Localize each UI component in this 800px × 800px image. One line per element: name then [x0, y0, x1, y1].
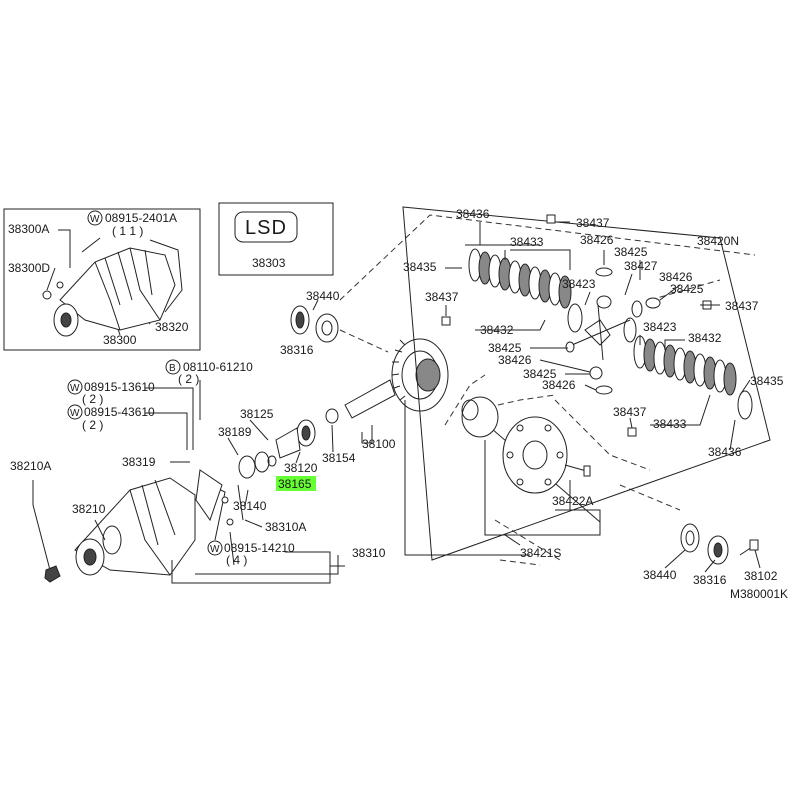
label-38316-bottom[interactable]: 38316 — [693, 573, 727, 587]
clutch-pack-bottom — [623, 317, 753, 420]
washer-letter-4: W — [210, 544, 220, 555]
bearing-set-top — [290, 305, 339, 343]
label-38316-top[interactable]: 38316 — [280, 343, 314, 357]
bolt-letter: B — [169, 363, 176, 374]
figure-code: M380001K — [730, 587, 788, 601]
label-38300A[interactable]: 38300A — [8, 222, 49, 236]
label-38426-a[interactable]: 38426 — [580, 233, 614, 247]
label-38436-top[interactable]: 38436 — [456, 207, 490, 221]
label-38422A[interactable]: 38422A — [552, 494, 593, 508]
label-38300D[interactable]: 38300D — [8, 261, 50, 275]
washer-letter-2: W — [70, 383, 80, 394]
washer-symbol — [87, 210, 103, 226]
label-08110-61210[interactable]: 08110-61210 — [183, 360, 253, 374]
bearing-set-bottom — [680, 523, 759, 565]
clutch-pack-top — [468, 248, 583, 333]
label-38432-bottom[interactable]: 38432 — [688, 331, 722, 345]
label-38310[interactable]: 38310 — [352, 546, 386, 560]
label-38433-bottom[interactable]: 38433 — [653, 417, 687, 431]
highlight-38165 — [276, 476, 316, 491]
washer-symbol-4 — [207, 540, 223, 556]
label-38125[interactable]: 38125 — [240, 407, 274, 421]
label-38440-bottom[interactable]: 38440 — [643, 568, 677, 582]
label-38120[interactable]: 38120 — [284, 461, 318, 475]
carrier-housing-drawing — [42, 239, 183, 337]
lsd-inset-frame — [218, 202, 334, 276]
label-38154[interactable]: 38154 — [322, 451, 356, 465]
label-38426-c[interactable]: 38426 — [498, 353, 532, 367]
label-08915-43610[interactable]: 08915-43610 — [84, 405, 155, 419]
lsd-assembly-frame — [402, 206, 771, 561]
label-38436-bottom[interactable]: 38436 — [708, 445, 742, 459]
gear-housing-drawing — [74, 469, 244, 576]
label-38300[interactable]: 38300 — [103, 333, 137, 347]
washer-symbol-2 — [67, 379, 83, 395]
label-38421S[interactable]: 38421S — [520, 546, 561, 560]
label-38320[interactable]: 38320 — [155, 320, 189, 334]
label-38102[interactable]: 38102 — [744, 569, 778, 583]
label-38427[interactable]: 38427 — [624, 259, 658, 273]
lsd-badge — [234, 211, 298, 243]
label-38423-bottom[interactable]: 38423 — [643, 320, 677, 334]
label-08915-14210[interactable]: 08915-14210 — [224, 541, 295, 555]
qty-2b: ( 2 ) — [82, 392, 103, 406]
lsd-label: LSD — [245, 217, 287, 239]
label-38210[interactable]: 38210 — [72, 502, 106, 516]
qty-2a: ( 2 ) — [178, 372, 199, 386]
label-38100[interactable]: 38100 — [362, 437, 396, 451]
label-38437-a[interactable]: 38437 — [576, 216, 610, 230]
label-38423-top[interactable]: 38423 — [562, 277, 596, 291]
label-08915-2401A[interactable]: 08915-2401A — [105, 211, 177, 225]
spider-gears — [441, 214, 712, 437]
label-38437-b[interactable]: 38437 — [425, 290, 459, 304]
washer-letter-3: W — [70, 408, 80, 419]
label-38165-highlighted[interactable]: 38165 — [278, 477, 312, 491]
label-38437-c[interactable]: 38437 — [725, 299, 759, 313]
qty-4: ( 4 ) — [226, 553, 247, 567]
label-38140[interactable]: 38140 — [233, 499, 267, 513]
label-38210A[interactable]: 38210A — [10, 459, 51, 473]
qty-2c: ( 2 ) — [82, 418, 103, 432]
label-38425-d[interactable]: 38425 — [523, 367, 557, 381]
label-38189[interactable]: 38189 — [218, 425, 252, 439]
qty-11: ( 1 1 ) — [112, 224, 143, 238]
label-38435-bottom[interactable]: 38435 — [750, 374, 784, 388]
carrier-inset-frame — [3, 208, 201, 351]
washer-letter: W — [90, 214, 100, 225]
label-38435-top[interactable]: 38435 — [403, 260, 437, 274]
label-08915-13610[interactable]: 08915-13610 — [84, 380, 155, 394]
label-38437-d[interactable]: 38437 — [613, 405, 647, 419]
diff-case-drawing — [461, 396, 591, 494]
label-38420N[interactable]: 38420N — [697, 234, 739, 248]
label-38303[interactable]: 38303 — [252, 256, 286, 270]
washer-symbol-3 — [67, 404, 83, 420]
label-38425-b[interactable]: 38425 — [670, 282, 704, 296]
bolt-symbol — [165, 359, 181, 375]
label-38440-top[interactable]: 38440 — [306, 289, 340, 303]
label-38310A[interactable]: 38310A — [265, 520, 306, 534]
label-38426-b[interactable]: 38426 — [659, 270, 693, 284]
label-38426-d[interactable]: 38426 — [542, 378, 576, 392]
label-38319[interactable]: 38319 — [122, 455, 156, 469]
label-38425-a[interactable]: 38425 — [614, 245, 648, 259]
label-38425-c[interactable]: 38425 — [488, 341, 522, 355]
label-38433-top[interactable]: 38433 — [510, 235, 544, 249]
